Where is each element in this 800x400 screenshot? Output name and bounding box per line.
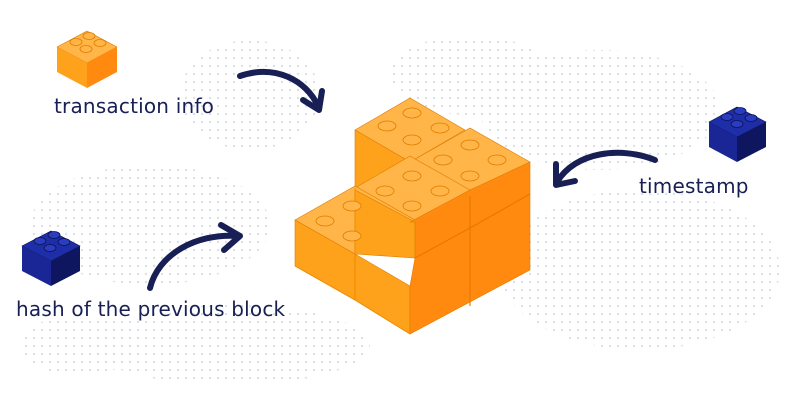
hash-previous-block-label: hash of the previous block	[16, 297, 286, 321]
transaction-info-label: transaction info	[54, 94, 215, 118]
dotted-background	[20, 35, 780, 385]
blue-lego-brick-icon	[21, 230, 81, 286]
curved-arrow-icon	[553, 149, 658, 188]
block-studs	[315, 107, 507, 242]
blue-lego-brick-icon	[708, 106, 767, 162]
curved-arrow-icon	[147, 222, 243, 291]
curved-arrow-icon	[237, 69, 325, 113]
orange-lego-block-stack	[294, 97, 531, 335]
timestamp-label: timestamp	[639, 174, 749, 198]
orange-lego-brick-icon	[56, 30, 118, 88]
